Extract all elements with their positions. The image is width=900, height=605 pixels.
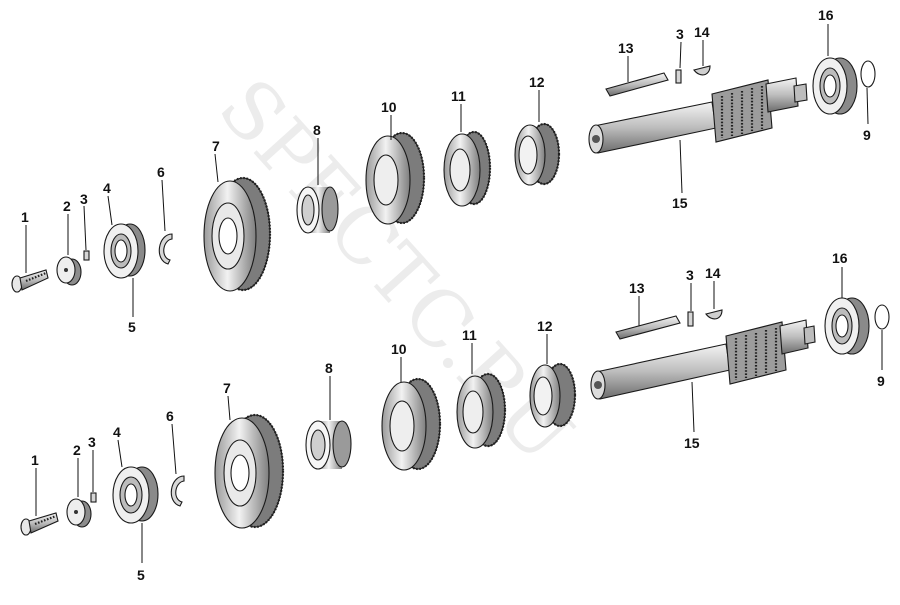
- dowel-pin: [687, 311, 694, 327]
- callout-6: 6: [157, 164, 165, 180]
- callout-3: 3: [88, 434, 96, 450]
- callout-13: 13: [629, 280, 645, 296]
- gear-12: [514, 122, 561, 186]
- callout-13: 13: [618, 40, 634, 56]
- circlip: [158, 233, 173, 265]
- callout-5: 5: [128, 319, 136, 335]
- roller-bearing: [824, 297, 870, 355]
- callout-11: 11: [451, 88, 466, 104]
- dowel-pin: [90, 492, 97, 503]
- gear-10: [381, 377, 442, 471]
- callout-14: 14: [705, 265, 721, 281]
- callout-3b: 3: [686, 267, 694, 283]
- ball-bearing: [103, 223, 146, 279]
- callout-12: 12: [537, 318, 553, 334]
- large-gear: [203, 176, 272, 292]
- callout-1: 1: [21, 209, 29, 225]
- callout-5: 5: [137, 567, 145, 583]
- bolt: [20, 512, 59, 536]
- callout-3b: 3: [676, 26, 684, 42]
- snap-ring: [874, 304, 890, 330]
- callout-3: 3: [80, 191, 88, 207]
- callout-6: 6: [166, 408, 174, 424]
- callout-15: 15: [672, 195, 688, 211]
- main-shaft: [590, 319, 816, 400]
- callout-12: 12: [529, 74, 545, 90]
- callout-15: 15: [684, 435, 700, 451]
- gear-11: [456, 372, 507, 449]
- callout-11: 11: [462, 327, 477, 343]
- callout-9: 9: [863, 127, 871, 143]
- callout-1: 1: [31, 452, 39, 468]
- gear-12: [529, 362, 577, 428]
- callout-4: 4: [103, 180, 111, 196]
- callout-10: 10: [381, 99, 397, 115]
- main-shaft: [588, 77, 808, 154]
- large-gear: [214, 413, 285, 529]
- callout-7: 7: [212, 138, 220, 154]
- washer: [56, 256, 82, 286]
- callout-2: 2: [63, 198, 71, 214]
- callout-2: 2: [73, 442, 81, 458]
- bottom-assembly: 1 2 3 4 5 6 7 8 10 11 12 13 3 14 16 9 15: [20, 250, 890, 583]
- sleeve: [296, 186, 339, 234]
- woodruff-key: [693, 65, 711, 76]
- bolt: [11, 269, 49, 293]
- key-bar: [615, 315, 681, 340]
- gear-10: [365, 131, 426, 225]
- gear-11: [443, 130, 492, 207]
- callout-4: 4: [113, 424, 121, 440]
- callout-7: 7: [223, 380, 231, 396]
- callout-16: 16: [818, 7, 834, 23]
- roller-bearing: [812, 57, 858, 115]
- callout-8: 8: [325, 360, 333, 376]
- sleeve: [305, 420, 352, 470]
- circlip: [170, 475, 185, 507]
- callout-16: 16: [832, 250, 848, 266]
- callout-9: 9: [877, 373, 885, 389]
- woodruff-key: [705, 309, 723, 320]
- dowel-pin: [675, 69, 682, 84]
- snap-ring: [860, 60, 876, 88]
- dowel-pin: [83, 250, 90, 261]
- callout-8: 8: [313, 122, 321, 138]
- callout-10: 10: [391, 341, 407, 357]
- top-assembly: 1 2 3 4 5 6 7 8 10 11 12 13 3 14 16 9 15: [11, 7, 876, 335]
- key-bar: [605, 72, 669, 97]
- callout-14: 14: [694, 24, 710, 40]
- washer: [66, 498, 92, 528]
- ball-bearing: [112, 466, 159, 524]
